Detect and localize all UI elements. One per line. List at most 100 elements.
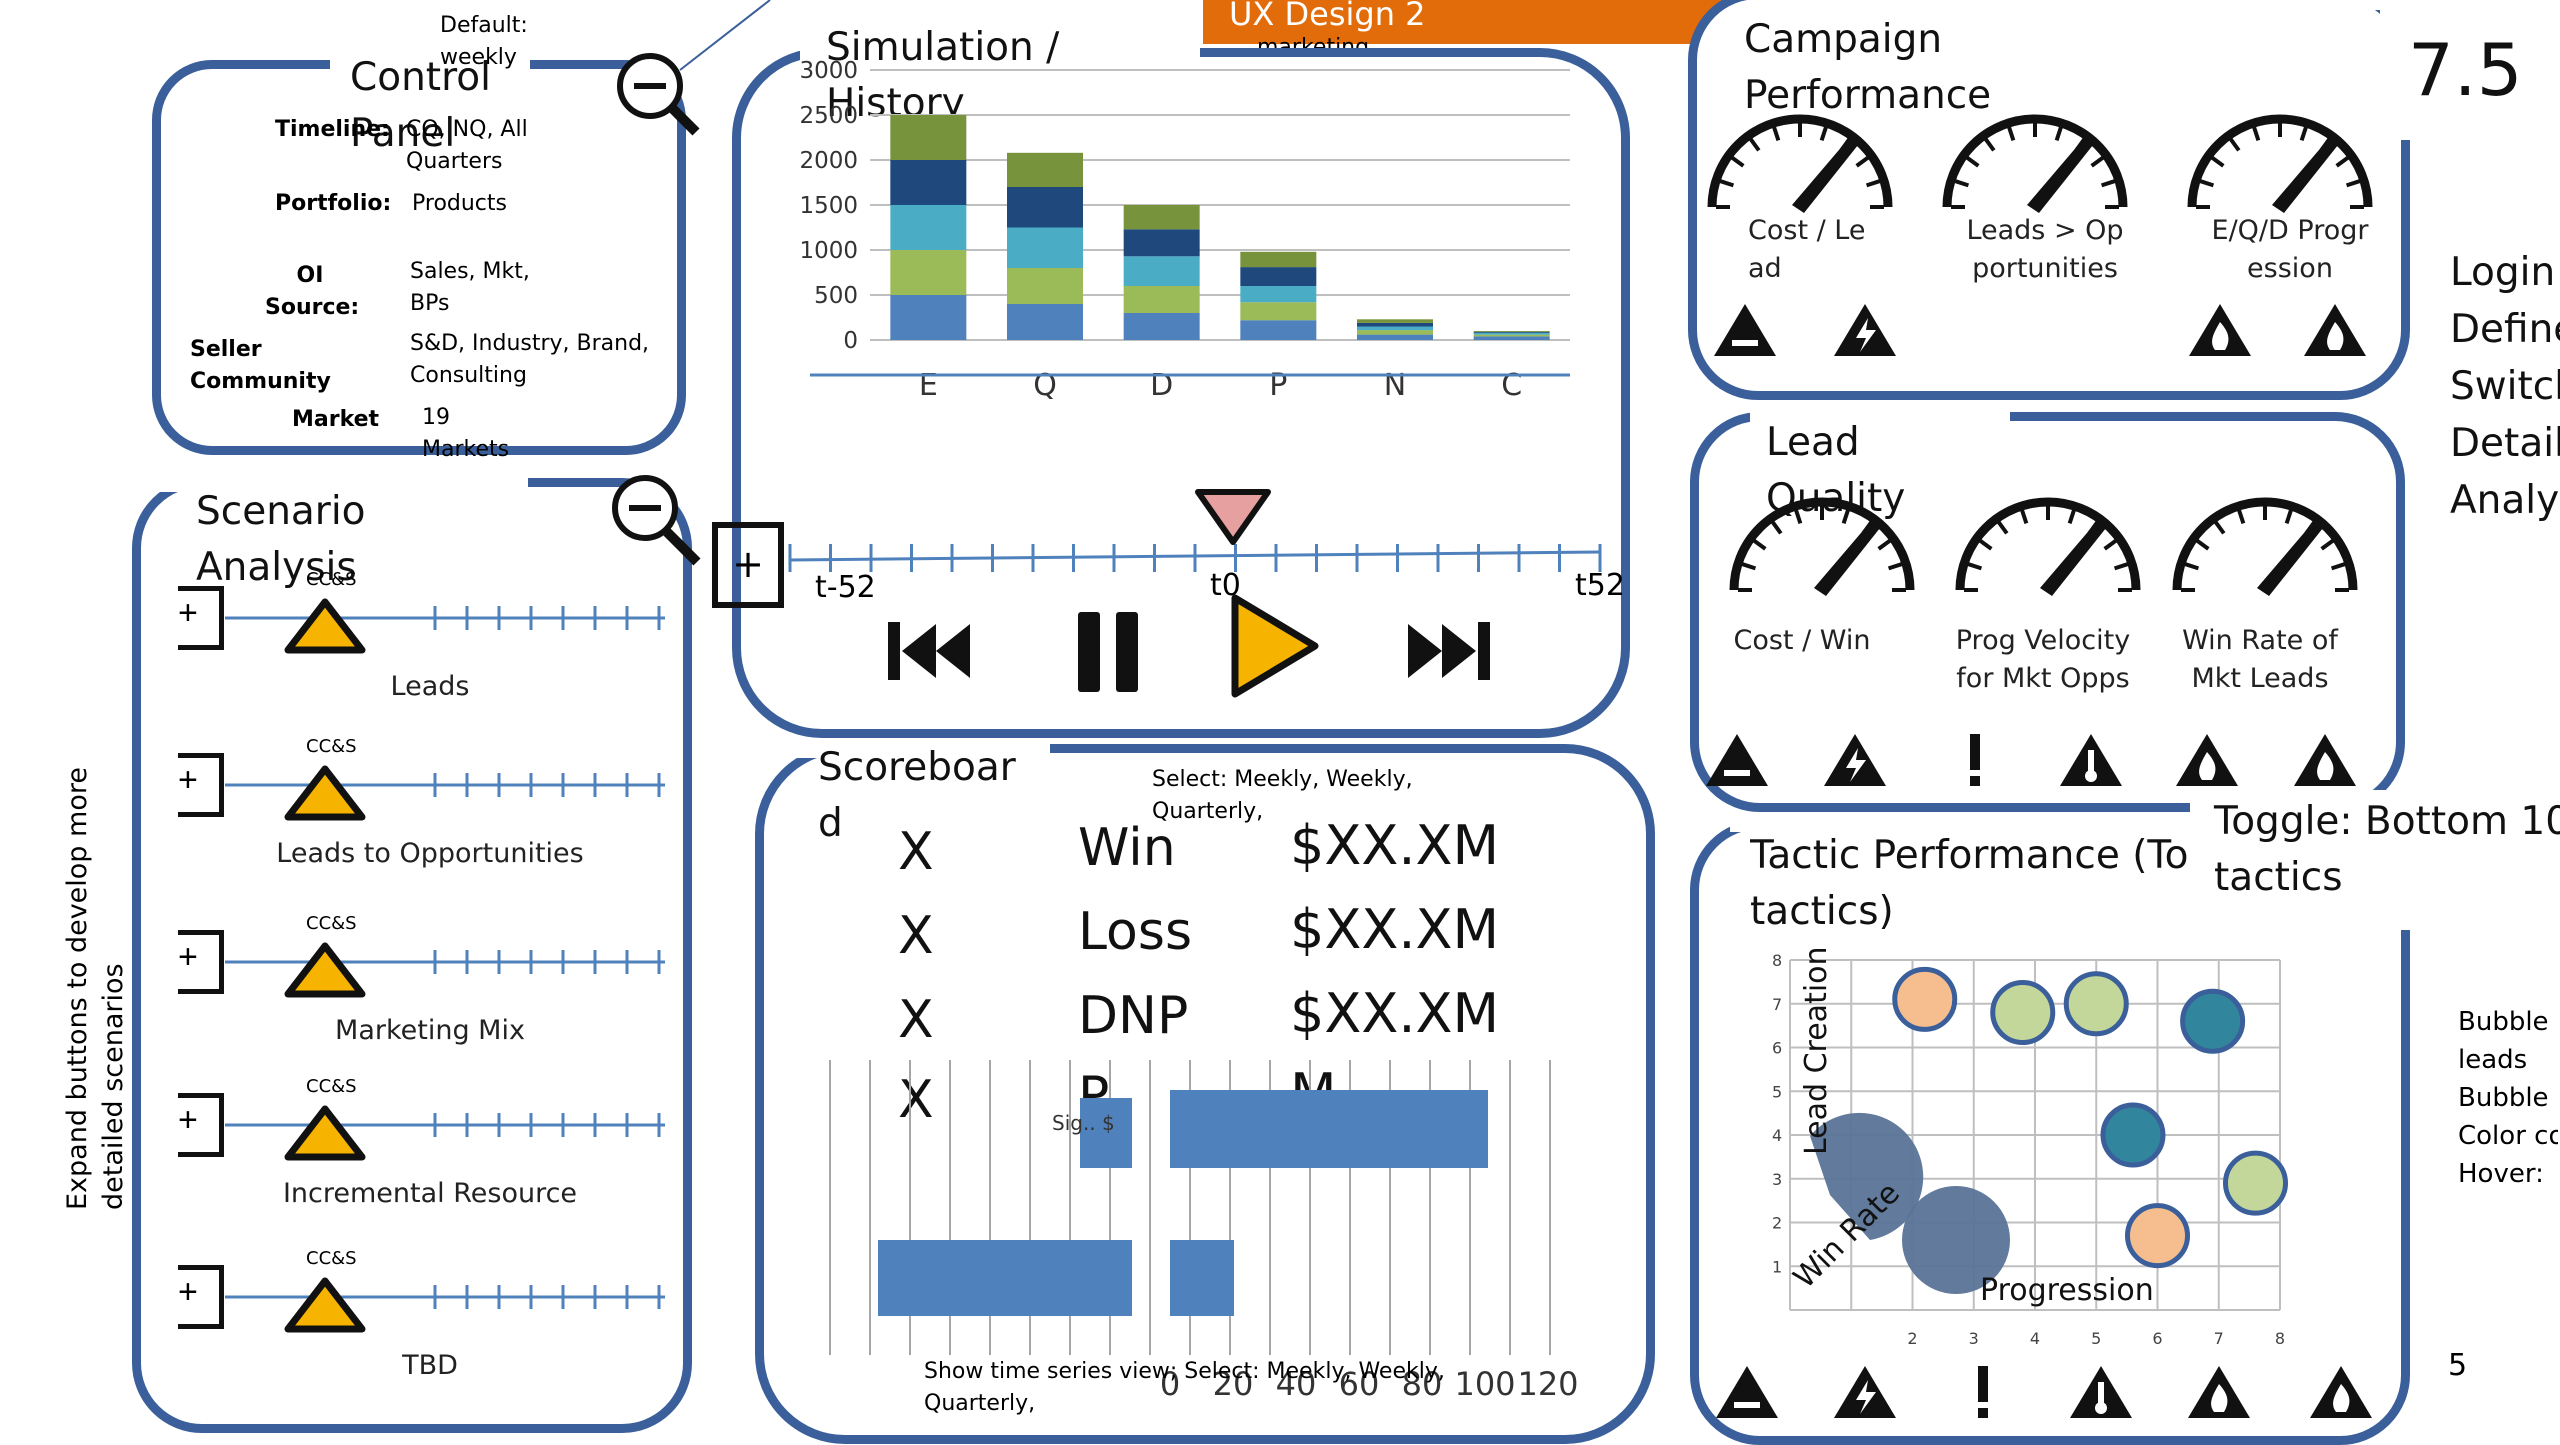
cp-label-0: Timeline: <box>275 117 390 142</box>
zoom-icon-scenario[interactable] <box>605 470 715 580</box>
page-number: 5 <box>2448 1348 2468 1383</box>
warning-icon[interactable] <box>2185 300 2255 360</box>
expand-timeline-button[interactable]: + <box>712 522 784 608</box>
time-end: t52 <box>1575 568 1625 603</box>
warning-marker-icon[interactable] <box>280 765 370 835</box>
x-tick-label: 3 <box>1969 1329 1979 1348</box>
gauge-icon <box>1707 114 1893 213</box>
gauge-icon <box>1942 114 2128 213</box>
score-x-tick: 100 <box>1454 1365 1515 1403</box>
expand-scenario-button[interactable]: + <box>178 753 224 817</box>
bar-segment <box>890 115 967 160</box>
gauge-label: Leads > Opportunities <box>1966 215 2124 284</box>
score-bar-label: Sig.. $ <box>1052 1111 1115 1135</box>
marker-label: CC&S <box>306 1076 357 1097</box>
bar-segment <box>1473 332 1550 335</box>
warning-icon[interactable] <box>2066 1362 2136 1422</box>
warning-marker-icon[interactable] <box>280 598 370 668</box>
x-tick-label: P <box>1269 368 1287 403</box>
warning-icon[interactable] <box>1948 1362 2018 1422</box>
warning-marker-icon[interactable] <box>280 1277 370 1347</box>
warning-icon[interactable] <box>1712 1362 1782 1422</box>
x-tick-label: N <box>1384 368 1406 403</box>
bar-segment <box>1007 187 1083 228</box>
warning-icon[interactable] <box>1820 730 1890 790</box>
login-menu-item[interactable]: Login <box>2450 250 2556 295</box>
x-tick-label: 8 <box>2275 1329 2285 1348</box>
gauge-label: Prog Velocity for Mkt Opps <box>1955 625 2131 694</box>
y-tick-label: 3 <box>1772 1170 1782 1189</box>
ux-design-banner: UX Design 2 <box>1203 0 1771 44</box>
cp-value-0[interactable]: CQ, NQ, All Quarters <box>406 117 528 174</box>
y-tick-label: 1000 <box>799 238 858 264</box>
warning-icon[interactable] <box>2184 1362 2254 1422</box>
zoom-icon-control[interactable] <box>612 50 702 140</box>
scenario-slider[interactable] <box>225 1095 695 1155</box>
marker-label: CC&S <box>306 913 357 934</box>
score-x-tick: 0 <box>1160 1365 1180 1403</box>
control-panel-title: Control Panel <box>350 55 491 156</box>
warning-icon[interactable] <box>2306 1362 2376 1422</box>
warning-icon[interactable] <box>2290 730 2360 790</box>
marker-label: CC&S <box>306 569 357 590</box>
warning-icon[interactable] <box>1940 730 2010 790</box>
time-start-label: t-52 <box>815 570 876 605</box>
bar-segment <box>1357 319 1433 323</box>
cp-value-2[interactable]: Sales, Mkt, BPs <box>410 259 530 316</box>
scoreboard-title: Scoreboard <box>818 745 1016 846</box>
scenario-slider[interactable] <box>225 1267 695 1327</box>
gauge-label: Win Rate of Mkt Leads <box>2182 625 2338 694</box>
warning-icon[interactable] <box>1830 300 1900 360</box>
expand-scenario-button[interactable]: + <box>178 586 224 650</box>
bubble <box>1892 966 1958 1032</box>
x-tick-label: 4 <box>2030 1329 2040 1348</box>
cp-value-3[interactable]: S&D, Industry, Brand, Consulting <box>410 331 650 388</box>
magnifier-icon <box>612 475 701 566</box>
default-note: Default: weekly <box>440 13 528 70</box>
login-menu-item[interactable]: Switch <box>2450 364 2560 409</box>
legend-note: Bubble <box>2458 1007 2549 1037</box>
cp-label-1: Portfolio: <box>275 191 392 216</box>
score-bar <box>878 1240 1132 1316</box>
play-icon[interactable] <box>1225 592 1325 702</box>
x-tick-label: 6 <box>2152 1329 2162 1348</box>
banner-label: UX Design 2 <box>1229 0 1426 33</box>
bubble <box>2125 1203 2190 1269</box>
login-menu-item[interactable]: Define <box>2450 307 2560 352</box>
warning-icon[interactable] <box>2300 300 2370 360</box>
scenario-slider[interactable] <box>225 588 695 648</box>
timeline-slider[interactable] <box>780 480 1700 600</box>
expand-scenario-button[interactable]: + <box>178 1093 224 1157</box>
bar-segment <box>890 295 967 340</box>
skip-forward-icon[interactable] <box>1400 612 1510 692</box>
login-menu-item[interactable]: Analy <box>2450 478 2560 523</box>
score-x-tick: 60 <box>1339 1365 1380 1403</box>
bar-segment <box>1123 229 1200 257</box>
cp-value-4[interactable]: 19 Markets <box>422 405 510 462</box>
warning-icon[interactable] <box>1710 300 1780 360</box>
warning-marker-icon[interactable] <box>280 1105 370 1175</box>
skip-back-icon[interactable] <box>880 612 990 692</box>
expand-scenario-button[interactable]: + <box>178 1265 224 1329</box>
y-tick-label: 6 <box>1772 1039 1782 1058</box>
cp-value-1[interactable]: Products <box>412 191 507 216</box>
warning-icon[interactable] <box>2172 730 2242 790</box>
scoreboard-select-bottom[interactable]: Show time series view; Select: Meekly, W… <box>924 1359 1445 1416</box>
warning-marker-icon[interactable] <box>280 942 370 1012</box>
bar-segment <box>1123 205 1200 230</box>
tactic-toggle[interactable]: Toggle: Bottom 10 tactics <box>2214 799 2560 900</box>
warning-icon[interactable] <box>2056 730 2126 790</box>
bar-segment <box>890 205 967 250</box>
warning-icon[interactable] <box>1702 730 1772 790</box>
login-menu-item[interactable]: Detail <box>2450 421 2560 466</box>
scenario-slider[interactable] <box>225 755 695 815</box>
scoreboard-select-top[interactable]: Select: Meekly, Weekly, Quarterly, <box>1152 767 1413 824</box>
warning-icon[interactable] <box>1830 1362 1900 1422</box>
lead-quality-title: Lead Quality <box>1766 420 1906 521</box>
pause-icon[interactable] <box>1072 606 1152 701</box>
scenario-side-note: Expand buttons to develop more detailed … <box>62 767 129 1210</box>
expand-scenario-button[interactable]: + <box>178 930 224 994</box>
scenario-slider[interactable] <box>225 932 695 992</box>
scenario-row-label: Leads <box>390 671 470 702</box>
bar-segment <box>1240 302 1317 321</box>
